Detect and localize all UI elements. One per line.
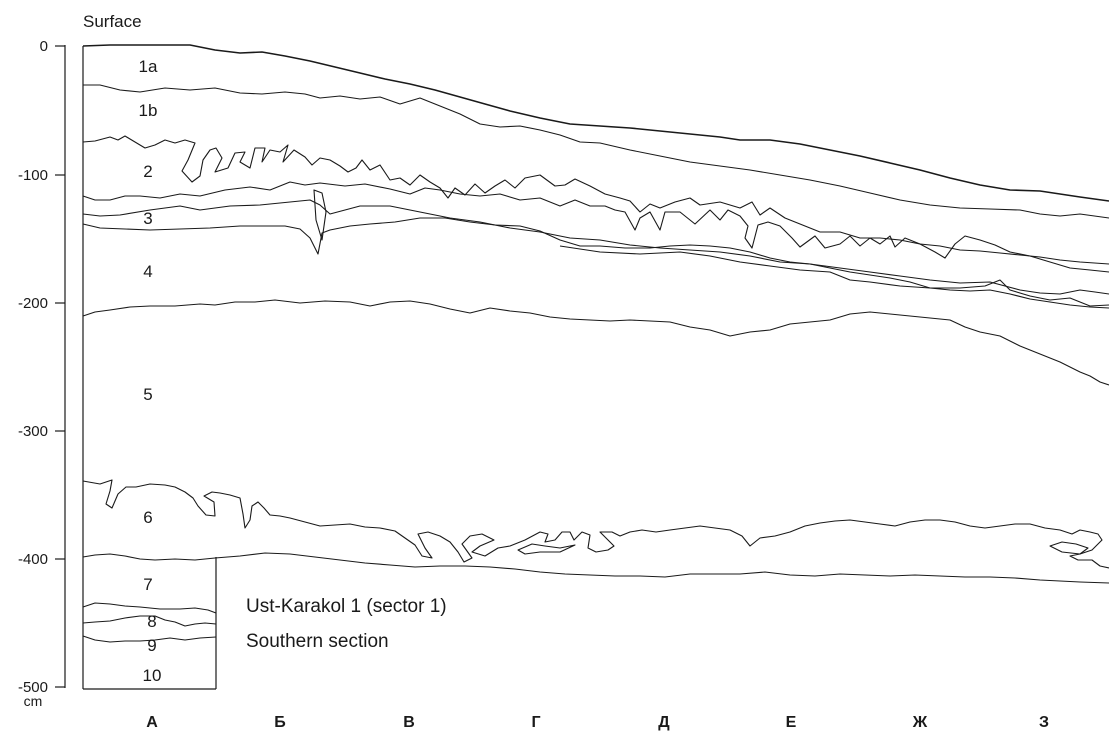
depth-axis: 0 -100 -200 -300 -400 -500 cm <box>18 38 66 709</box>
column-label: Ж <box>912 714 928 731</box>
boundary-4-lower <box>559 245 1109 307</box>
layer-label: 6 <box>143 508 152 527</box>
column-labels: А Б В Г Д Е Ж З <box>146 714 1049 731</box>
depth-tick-label: -400 <box>18 551 48 568</box>
layer-label: 5 <box>143 385 152 404</box>
boundary-3-4 <box>82 199 1109 295</box>
boundary-2-3 <box>82 181 1109 273</box>
depth-tick-label: -100 <box>18 167 48 184</box>
surface-label: Surface <box>83 12 142 31</box>
surface-boundary <box>82 44 1109 202</box>
column-label: Б <box>274 714 286 731</box>
layer-label: 2 <box>143 162 152 181</box>
depth-tick-label: 0 <box>40 38 48 55</box>
layer-label: 10 <box>143 666 162 685</box>
depth-tick-label: -200 <box>18 295 48 312</box>
layer-label: 3 <box>143 209 152 228</box>
column-label: Г <box>531 714 540 731</box>
boundary-6-7 <box>82 552 1109 584</box>
layer-label: 4 <box>143 262 152 281</box>
boundary-4-5 <box>82 299 1109 386</box>
boundary-1a-1b <box>83 84 1109 219</box>
layer-label: 8 <box>147 612 156 631</box>
column-label: З <box>1039 714 1049 731</box>
layer-label: 1b <box>139 101 158 120</box>
column-label: В <box>403 714 415 731</box>
layer-boundaries <box>82 44 1109 643</box>
boundary-1b-2 <box>82 135 1109 265</box>
boundary-9-10 <box>82 635 217 643</box>
column-label: А <box>146 714 158 731</box>
boundary-8-9 <box>82 615 217 627</box>
site-title: Ust-Karakol 1 (sector 1) <box>246 596 447 617</box>
boundary-6-lens-b <box>1049 541 1089 555</box>
depth-unit-label: cm <box>24 693 43 709</box>
column-label: Д <box>658 714 670 731</box>
depth-tick-label: -300 <box>18 423 48 440</box>
boundary-4-top <box>82 217 1109 309</box>
boundary-6-lens-a <box>517 543 576 555</box>
boundary-3-lens <box>313 189 327 241</box>
boundary-7-8 <box>82 602 217 614</box>
layer-label: 1a <box>139 57 158 76</box>
boundary-5-6 <box>82 479 1109 569</box>
layer-labels: 1a 1b 2 3 4 5 6 7 8 9 10 <box>139 57 162 685</box>
layer-label: 7 <box>143 575 152 594</box>
depth-tick-label: -500 <box>18 679 48 696</box>
column-label: Е <box>786 714 797 731</box>
section-subtitle: Southern section <box>246 631 389 652</box>
column-a-frame <box>82 46 217 690</box>
layer-label: 9 <box>147 636 156 655</box>
